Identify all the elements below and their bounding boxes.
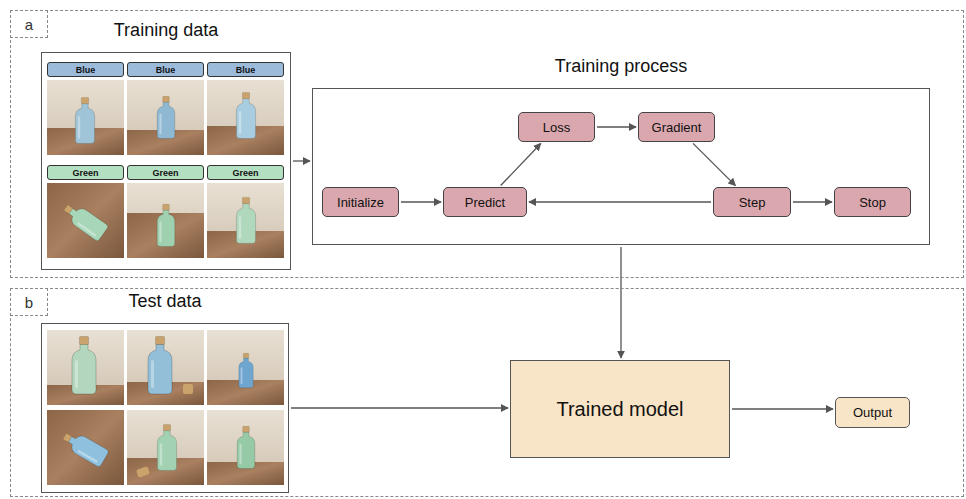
photo — [207, 183, 284, 258]
flow-arrow — [529, 201, 711, 202]
flow-arrow — [501, 143, 541, 185]
process-frame: Training processInitializePredictLossGra… — [312, 88, 930, 245]
flow-arrow — [732, 408, 833, 409]
process-box: Loss — [518, 112, 595, 142]
output-label: Output — [853, 405, 892, 420]
model-label: Trained model — [556, 398, 683, 421]
class-label: Green — [152, 168, 178, 178]
photo — [207, 330, 284, 405]
class-label: Green — [72, 168, 98, 178]
class-label: Green — [232, 168, 258, 178]
flow-arrow — [293, 160, 310, 161]
panel-letter: a — [10, 10, 48, 38]
class-label: Blue — [156, 65, 176, 75]
photo — [127, 183, 204, 258]
class-tag: Green — [207, 165, 284, 180]
photo — [47, 80, 124, 155]
process-box: Step — [713, 187, 791, 217]
section-heading: Training process — [555, 56, 687, 77]
photo — [47, 410, 124, 485]
class-tag: Blue — [47, 62, 124, 77]
panel-frame: bTest dataTrained modelOutput — [10, 288, 964, 497]
class-tag: Blue — [207, 62, 284, 77]
flow-arrow — [793, 201, 832, 202]
image-grid: Test data — [41, 323, 289, 493]
step-label: Gradient — [652, 120, 702, 135]
output-box: Output — [835, 397, 910, 428]
step-label: Loss — [543, 120, 570, 135]
section-heading: Training data — [114, 20, 218, 41]
class-label: Blue — [76, 65, 96, 75]
flow-arrow — [401, 201, 441, 202]
class-tag: Green — [47, 165, 124, 180]
class-label: Blue — [236, 65, 256, 75]
process-box: Stop — [834, 187, 911, 217]
flow-arrow — [693, 143, 735, 185]
step-label: Stop — [859, 195, 886, 210]
class-tag: Green — [127, 165, 204, 180]
flow-arrow — [620, 247, 621, 358]
flow-arrow — [597, 126, 636, 127]
step-label: Initialize — [337, 195, 384, 210]
photo — [127, 80, 204, 155]
process-box: Gradient — [638, 112, 715, 142]
process-box: Predict — [443, 187, 527, 217]
photo — [127, 410, 204, 485]
model-box: Trained model — [510, 360, 730, 458]
photo — [47, 183, 124, 258]
class-tag: Blue — [127, 62, 204, 77]
photo — [207, 80, 284, 155]
photo — [207, 410, 284, 485]
section-heading: Test data — [128, 291, 201, 312]
step-label: Step — [739, 195, 766, 210]
panel-frame: a Training dataBlue Blue BlueGreen Green Gree… — [10, 10, 964, 278]
process-box: Initialize — [322, 187, 399, 217]
image-grid: Training dataBlueBlueBlueGreenGreenGreen — [41, 52, 291, 270]
step-label: Predict — [465, 195, 505, 210]
photo — [127, 330, 204, 405]
photo — [47, 330, 124, 405]
panel-letter: b — [10, 288, 48, 316]
flow-arrow — [291, 407, 508, 408]
